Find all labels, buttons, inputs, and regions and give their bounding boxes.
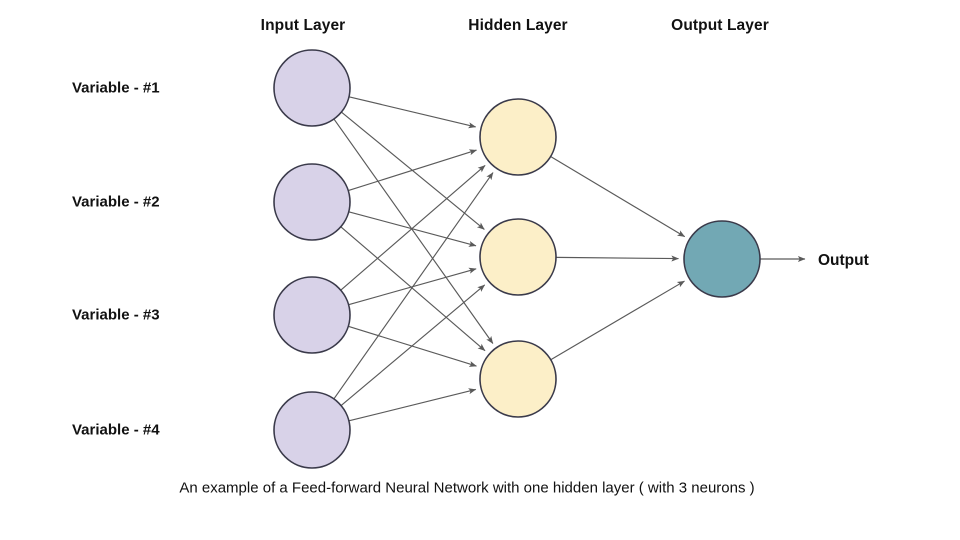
edge-hidden2-output <box>555 255 679 262</box>
edge-input4-hidden3 <box>348 388 477 422</box>
edge-input2-hidden1 <box>348 149 477 192</box>
hidden-node-3[interactable] <box>479 340 557 418</box>
hidden-node-2[interactable] <box>479 218 557 296</box>
input-variable-label-1: Variable - #1 <box>72 79 160 97</box>
layer-header-2: Output Layer <box>671 17 769 34</box>
hidden-node-1[interactable] <box>479 98 557 176</box>
edge-input1-hidden1 <box>348 96 477 129</box>
edge-hidden3-output <box>550 280 685 361</box>
diagram-caption: An example of a Feed-forward Neural Netw… <box>179 479 755 497</box>
output-node-1[interactable] <box>683 220 761 298</box>
input-node-1[interactable] <box>273 49 351 127</box>
output-layer-nodes <box>683 220 761 298</box>
layer-header-1: Hidden Layer <box>468 17 568 34</box>
layer-header-0: Input Layer <box>260 17 346 34</box>
input-variable-label-4: Variable - #4 <box>72 421 160 439</box>
hidden-layer-nodes <box>479 98 557 418</box>
input-node-4[interactable] <box>273 391 351 469</box>
output-label: Output <box>818 252 869 269</box>
edge-input2-hidden3 <box>340 226 486 352</box>
input-node-2[interactable] <box>273 163 351 241</box>
input-layer-nodes <box>273 49 351 469</box>
edge-input4-hidden2 <box>340 284 486 407</box>
edge-input1-hidden3 <box>333 118 494 344</box>
input-variable-label-2: Variable - #2 <box>72 193 160 211</box>
edge-hidden1-output <box>550 156 686 238</box>
edges-input-to-hidden <box>333 96 494 422</box>
edges-hidden-to-output <box>550 156 686 361</box>
input-variable-label-3: Variable - #3 <box>72 306 160 324</box>
edge-input3-hidden1 <box>340 165 486 291</box>
input-node-3[interactable] <box>273 276 351 354</box>
edge-input4-hidden1 <box>333 172 494 400</box>
